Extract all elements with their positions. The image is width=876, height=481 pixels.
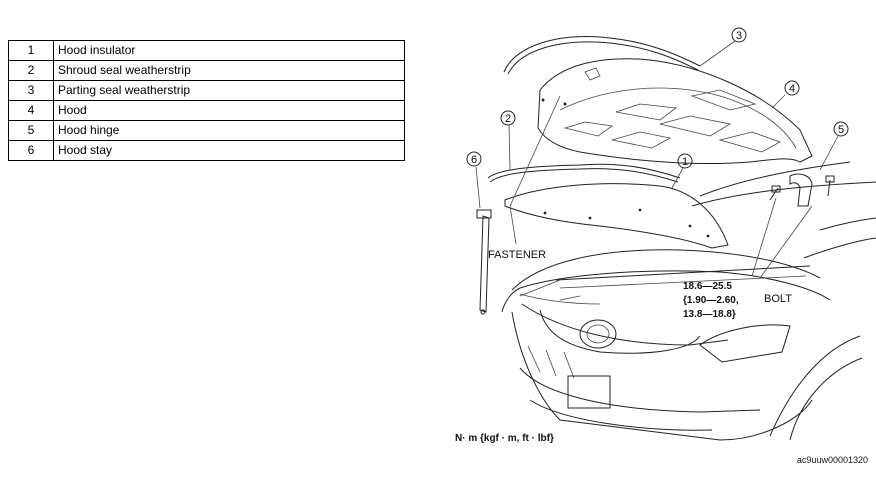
hood-hinge (769, 173, 835, 207)
svg-text:3: 3 (736, 30, 742, 42)
svg-text:5: 5 (838, 124, 844, 136)
hood-insulator (504, 183, 729, 249)
leader-lines (475, 40, 839, 301)
svg-text:4: 4 (789, 83, 795, 95)
hood-stay (476, 209, 492, 315)
fastener-label: FASTENER (488, 249, 546, 261)
torque-value-line3: 13.8—18.8} (683, 309, 736, 320)
shroud-seal-weatherstrip (487, 163, 681, 183)
table-row: 5 Hood hinge (8, 120, 405, 141)
svg-text:2: 2 (505, 113, 511, 125)
callout-3: 3 (731, 27, 747, 43)
torque-value-line1: 18.6—25.5 (683, 281, 732, 292)
bolt-label: BOLT (764, 293, 792, 305)
callout-5: 5 (833, 121, 849, 137)
svg-text:1: 1 (682, 156, 688, 168)
hood (537, 58, 813, 165)
parting-seal-weatherstrip (503, 36, 701, 75)
vehicle-body (501, 161, 876, 441)
torque-units-label: N· m {kgf · m, ft · lbf} (455, 433, 554, 444)
torque-value-line2: {1.90—2.60, (683, 295, 739, 306)
svg-text:6: 6 (471, 154, 477, 166)
figure-id: ac9uuw00001320 (797, 455, 868, 465)
table-row: 6 Hood stay (8, 140, 405, 161)
callout-2: 2 (500, 110, 516, 126)
part-number: 6 (8, 140, 54, 161)
part-name: Hood hinge (53, 120, 405, 141)
part-name: Hood stay (53, 140, 405, 161)
table-row: 4 Hood (8, 100, 405, 121)
table-row: 2 Shroud seal weatherstrip (8, 60, 405, 81)
callout-6: 6 (466, 151, 482, 167)
callout-4: 4 (784, 80, 800, 96)
parts-table: 1 Hood insulator 2 Shroud seal weatherst… (8, 40, 405, 161)
callout-1: 1 (677, 153, 693, 169)
